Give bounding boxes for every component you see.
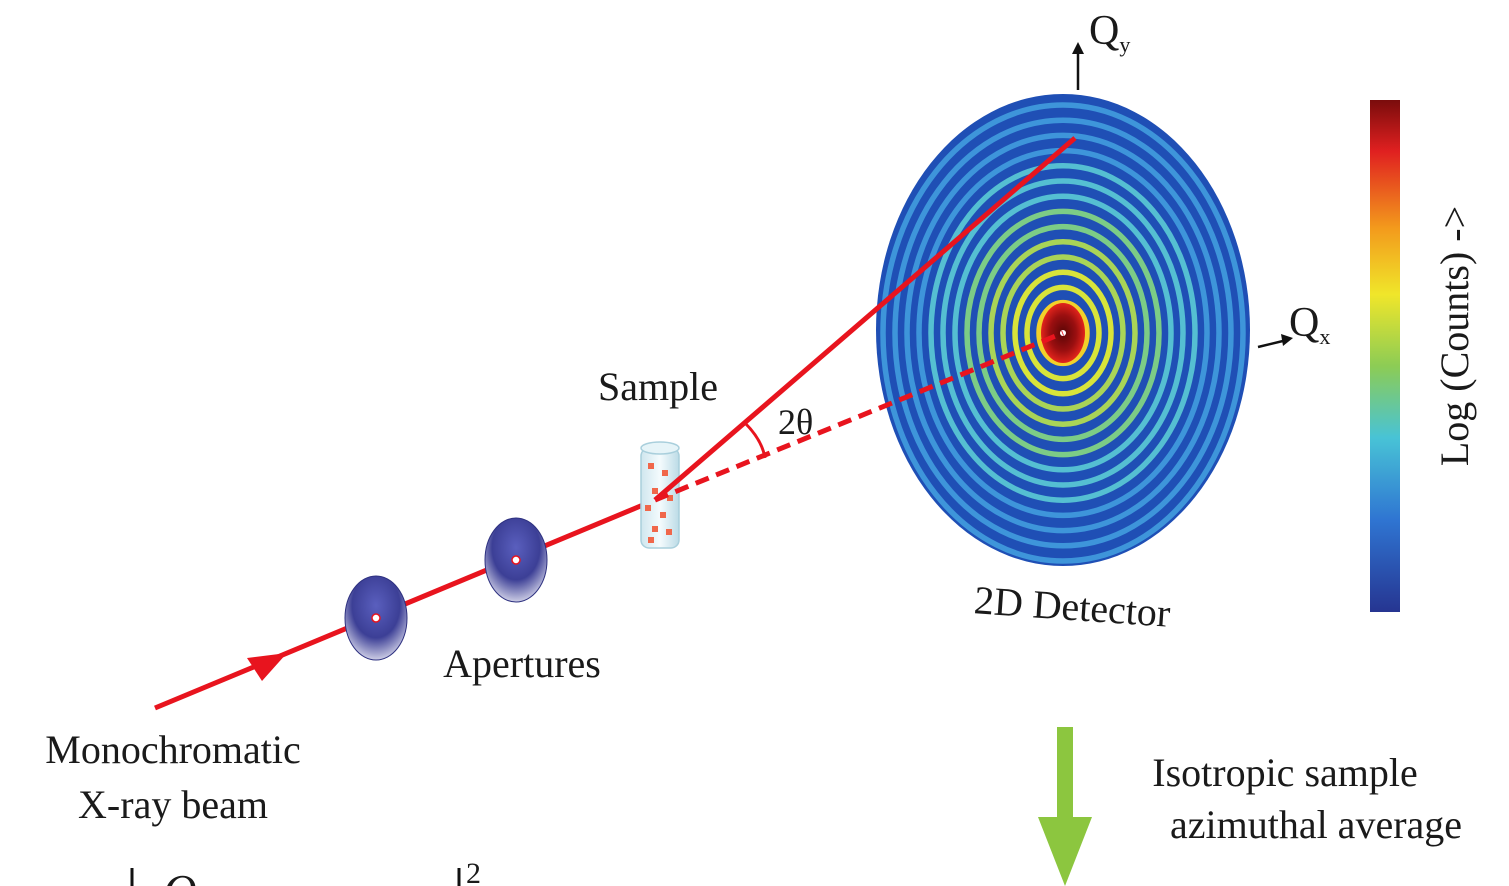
qx-label: Qx (1289, 300, 1330, 349)
sample-particles (645, 463, 673, 543)
aperture-1 (344, 575, 408, 661)
beam-label-line2: X-ray beam (78, 782, 268, 827)
scattering-ring (928, 163, 1198, 503)
scattering-ring (976, 223, 1150, 443)
scattering-angle-arc (743, 421, 767, 459)
scattering-ring (880, 102, 1246, 564)
colorbar-label: Log (Counts) -> (1432, 206, 1477, 466)
scattering-ring (964, 208, 1162, 458)
beam-label-line1: Monochromatic (45, 727, 301, 772)
beam-direction-arrowhead (247, 653, 287, 681)
scattering-ring (952, 193, 1174, 473)
detector-pattern (876, 94, 1250, 566)
scattering-ring (892, 117, 1234, 549)
scattering-ring (1000, 254, 1126, 412)
scattering-ring (940, 178, 1186, 488)
aperture-2 (484, 517, 548, 603)
scattering-ring (988, 239, 1138, 427)
detector-label: 2D Detector (973, 577, 1172, 636)
formula-q: Q (163, 865, 196, 886)
apertures-label: Apertures (443, 641, 601, 686)
scattering-ring (1024, 284, 1102, 382)
qy-label: Qy (1089, 8, 1130, 57)
scattering-ring (904, 132, 1222, 534)
sample-label: Sample (598, 364, 718, 409)
average-label-line1: Isotropic sample (1152, 750, 1418, 795)
scattering-ring (1036, 299, 1090, 367)
formula-fragment: Q 2 (130, 857, 481, 886)
scattered-beam (653, 136, 1077, 502)
scattering-rings (880, 102, 1246, 564)
scattering-ring (1012, 269, 1114, 397)
qy-axis-arrow (1072, 42, 1084, 90)
formula-exponent: 2 (466, 857, 481, 886)
qx-axis-arrow (1257, 334, 1293, 349)
angle-label: 2θ (778, 402, 813, 442)
colorbar (1370, 100, 1400, 612)
azimuthal-average-arrow (1038, 727, 1092, 886)
average-label-line2: azimuthal average (1170, 802, 1462, 847)
direct-beam-dashed (654, 330, 1064, 503)
sample-cuvette (640, 441, 680, 549)
